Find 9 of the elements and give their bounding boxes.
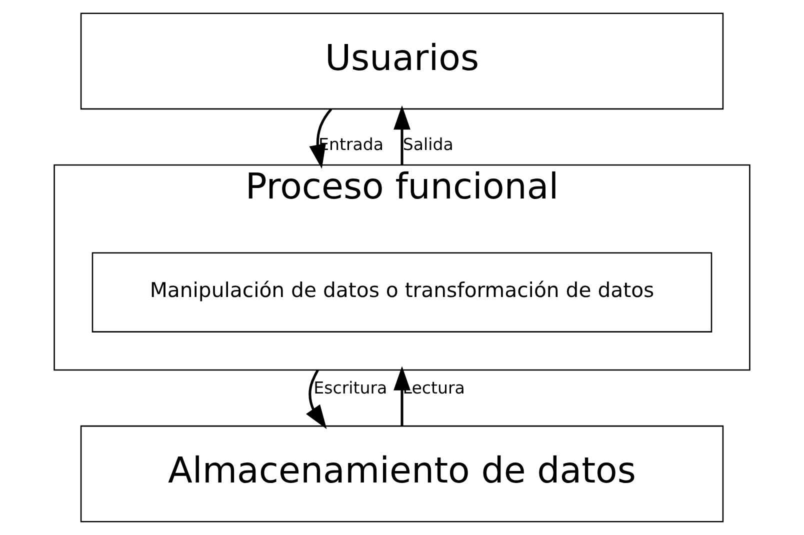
node-box: Usuarios [80, 12, 724, 110]
arrow [309, 108, 332, 169]
arrow [306, 369, 327, 430]
edge-label: Escritura [314, 378, 388, 398]
node-box: Manipulación de datos o transformación de datos [92, 252, 712, 332]
arrow [394, 105, 410, 165]
node-box: Almacenamiento de datos [80, 425, 724, 522]
arrow [394, 366, 410, 426]
edge-label: Salida [402, 135, 454, 154]
